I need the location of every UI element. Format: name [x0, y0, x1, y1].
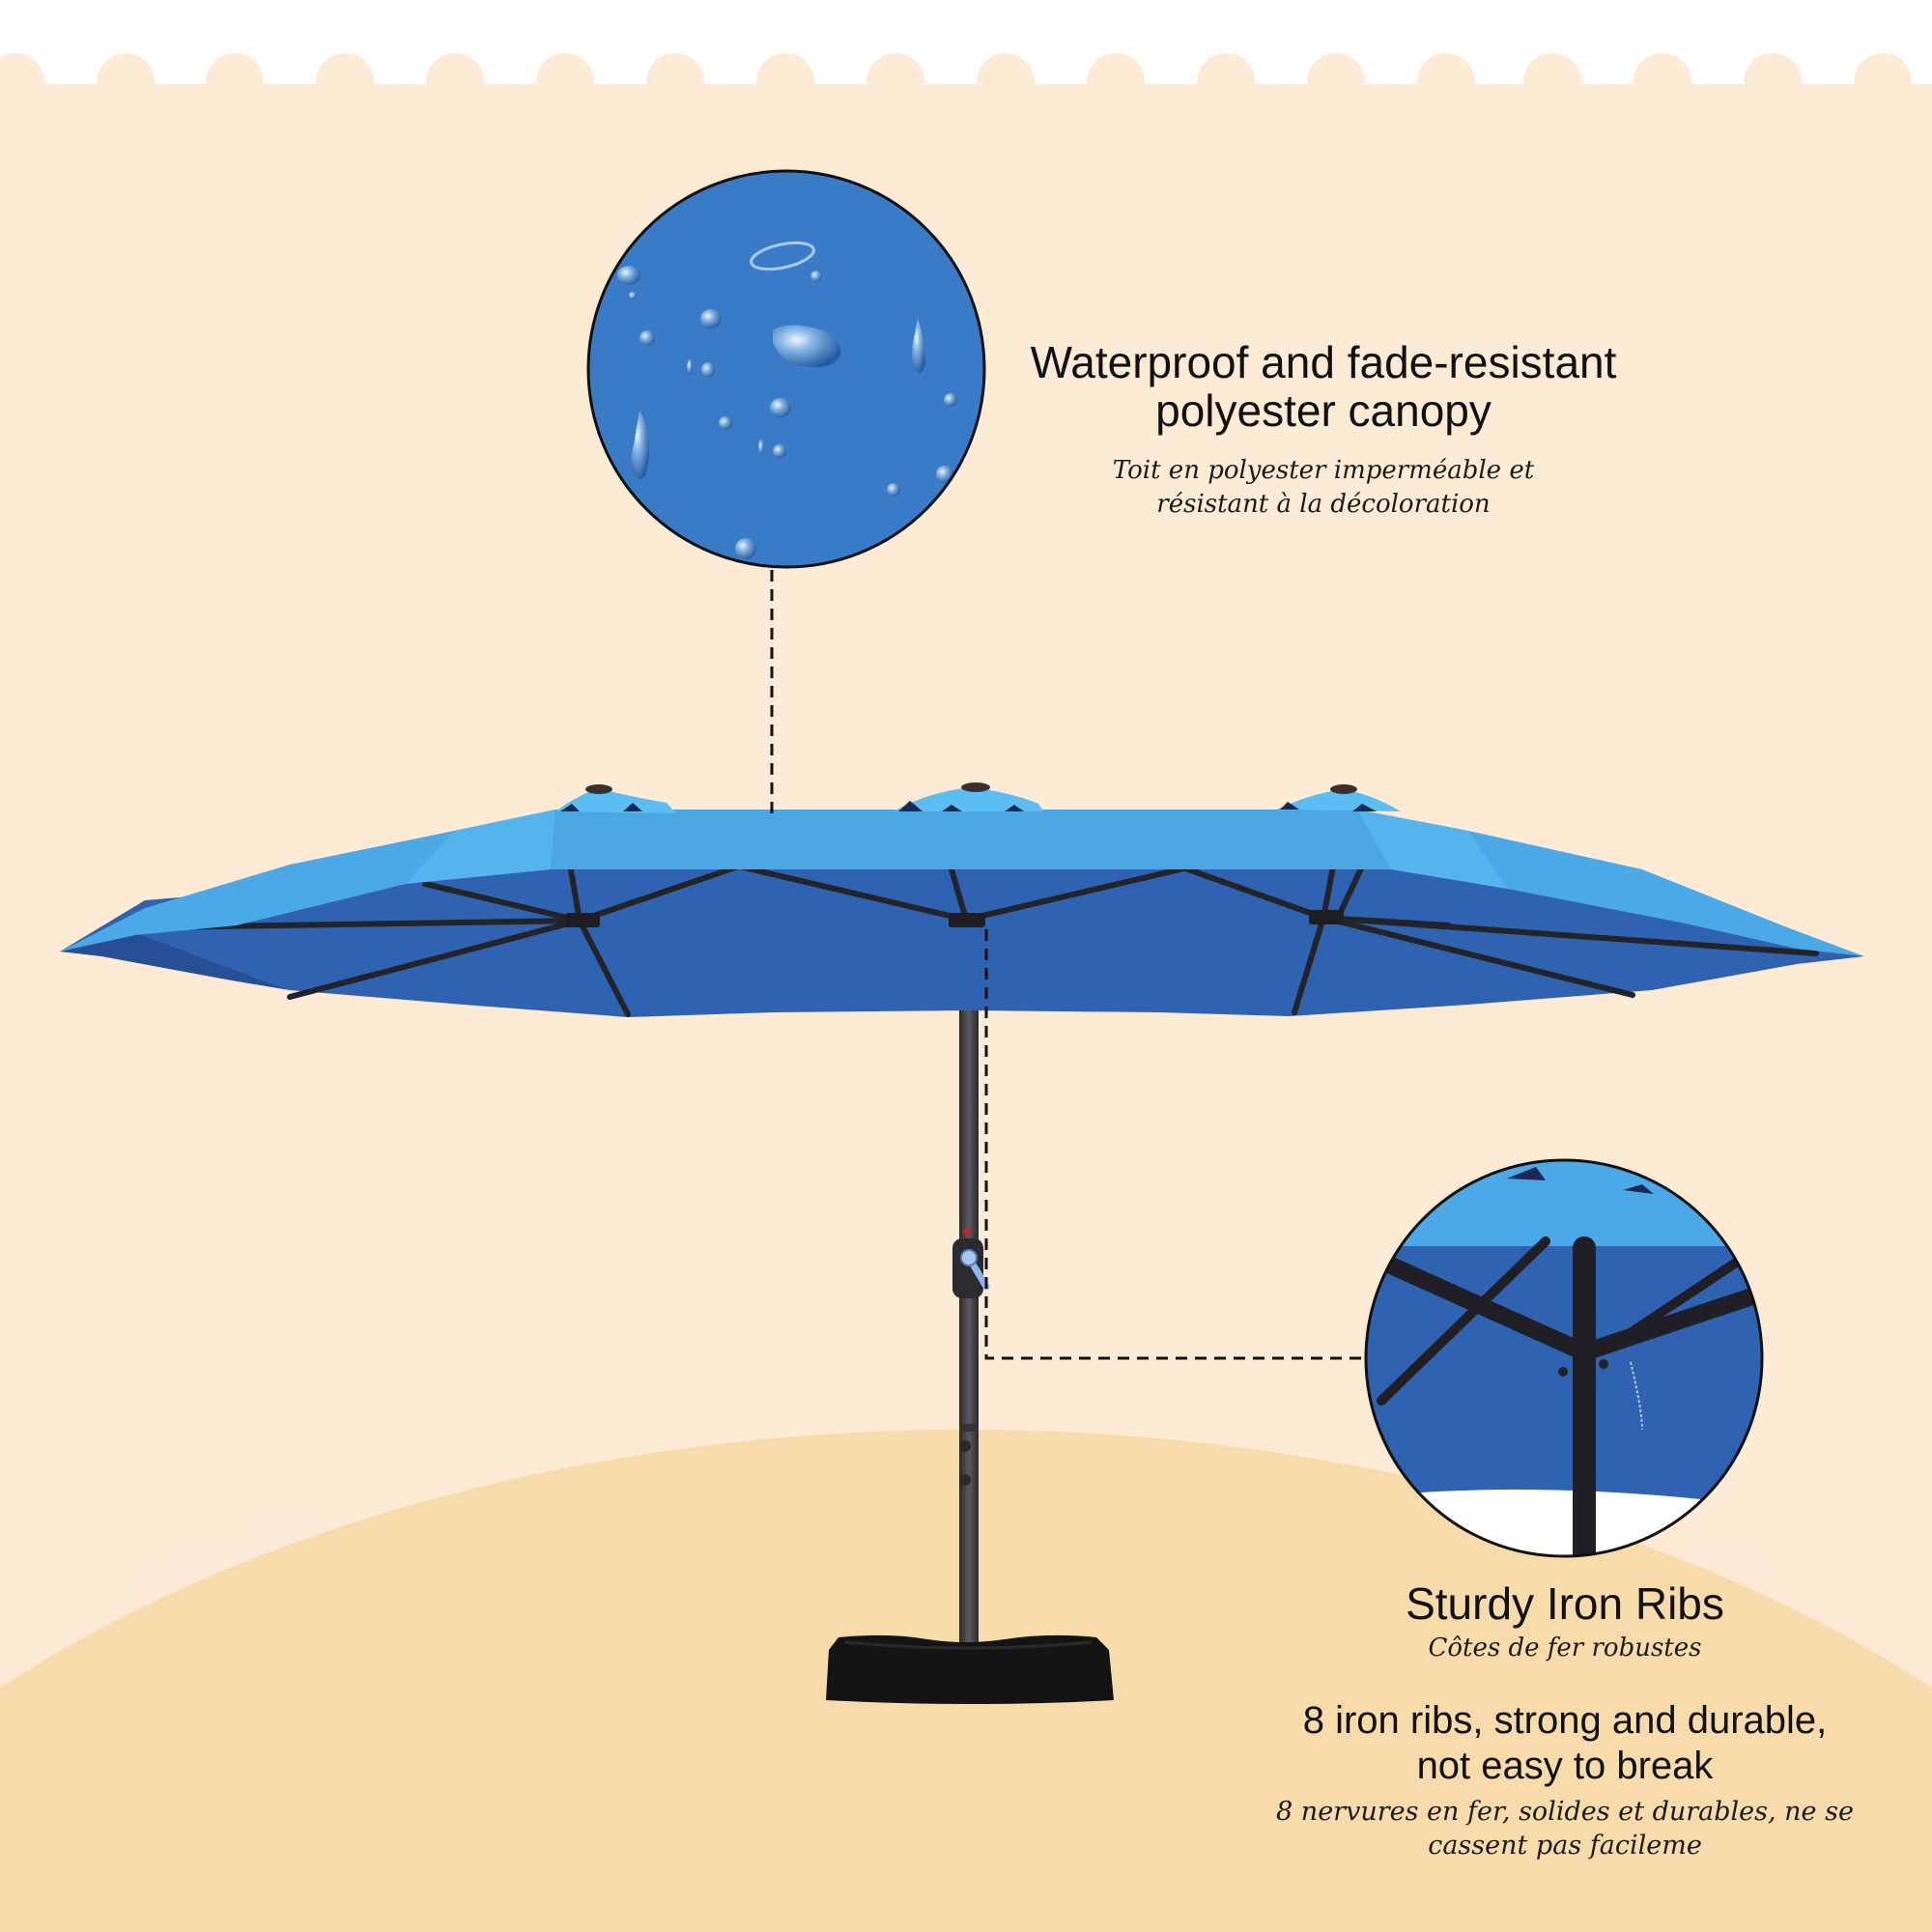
feature-canopy-fr-line-1: Toit en polyester imperméable et	[1112, 456, 1535, 485]
water-droplets-icon	[617, 241, 957, 559]
feature-ribs-description: 8 iron ribs, strong and durable, not eas…	[1217, 1698, 1913, 1789]
feature-ribs-fr-line-2: cassent pas facileme	[1428, 1831, 1702, 1861]
feature-ribs-desc-line-1: 8 iron ribs, strong and durable,	[1302, 1699, 1828, 1742]
feature-canopy-subtitle-fr: Toit en polyester imperméable et résista…	[976, 454, 1671, 522]
feature-ribs-desc-line-2: not easy to break	[1416, 1745, 1714, 1787]
feature-canopy-caption: Waterproof and fade-resistant polyester …	[976, 338, 1671, 522]
umbrella-canopy	[60, 782, 1864, 1017]
feature-canopy-title-line-1: Waterproof and fade-resistant	[1030, 337, 1617, 387]
scalloped-edge	[0, 53, 1912, 111]
canopy-vent-center	[894, 782, 1043, 811]
umbrella-base	[826, 1634, 1114, 1704]
canopy-vent-left	[555, 784, 676, 813]
canopy-vent-right	[1277, 784, 1401, 811]
iron-ribs	[152, 862, 1819, 1017]
feature-canopy-title-line-2: polyester canopy	[1155, 385, 1492, 436]
feature-ribs-caption: Sturdy Iron Ribs Côtes de fer robustes 8…	[1217, 1579, 1913, 1862]
feature-ribs-fr-line-1: 8 nervures en fer, solides et durables, …	[1276, 1797, 1854, 1827]
detail-circle-canopy	[586, 169, 986, 569]
crank-handle-icon	[960, 1249, 990, 1291]
feature-canopy-title: Waterproof and fade-resistant polyester …	[976, 338, 1671, 435]
feature-ribs-description-fr: 8 nervures en fer, solides et durables, …	[1217, 1795, 1913, 1862]
feature-ribs-subtitle-fr: Côtes de fer robustes	[1428, 1634, 1702, 1662]
connector-ribs	[984, 929, 1365, 1360]
feature-canopy-fr-line-2: résistant à la décoloration	[1156, 490, 1491, 519]
callout-connectors	[770, 570, 1365, 1360]
umbrella-pole	[952, 869, 990, 1652]
detail-circle-ribs	[1364, 1158, 1764, 1558]
feature-ribs-title: Sturdy Iron Ribs	[1406, 1578, 1724, 1629]
